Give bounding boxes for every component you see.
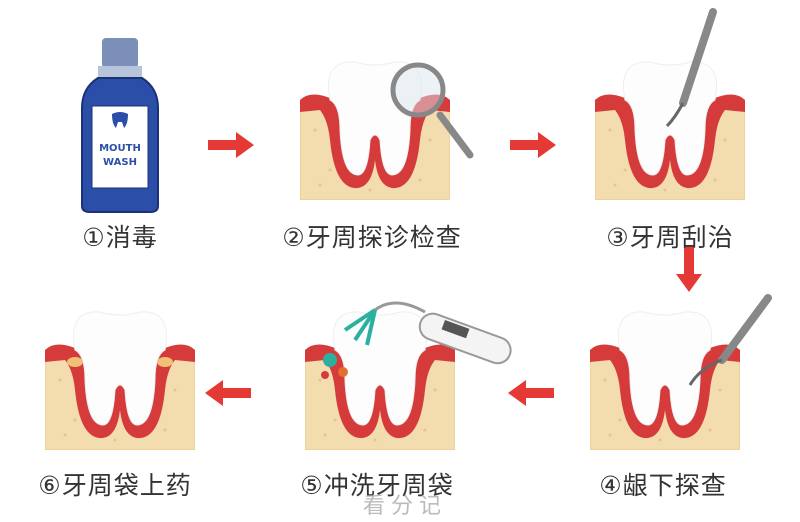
subgingival-probing-illustration bbox=[590, 290, 780, 454]
watermark: 看分记 bbox=[363, 494, 448, 519]
bottle-label-line2: WASH bbox=[103, 157, 137, 168]
step-4-label: ④龈下探查 bbox=[599, 471, 727, 500]
bottle-label-line1: MOUTH bbox=[99, 143, 141, 154]
step-6-label: ⑥牙周袋上药 bbox=[38, 471, 192, 500]
step-3-label: ③牙周刮治 bbox=[606, 223, 734, 252]
pocket-irrigation-illustration bbox=[305, 290, 525, 454]
step-1-label: ①消毒 bbox=[82, 223, 158, 252]
step-5-label: ⑤冲洗牙周袋 bbox=[300, 471, 454, 500]
arrow-right-icon bbox=[510, 132, 556, 158]
arrow-right-icon bbox=[208, 132, 254, 158]
medication-illustration bbox=[45, 310, 195, 454]
mouthwash-bottle-illustration: MOUTH WASH bbox=[78, 38, 162, 213]
periodontal-probing-illustration bbox=[300, 60, 480, 204]
arrow-left-icon bbox=[205, 380, 251, 406]
step-2-label: ②牙周探诊检查 bbox=[282, 223, 462, 252]
arrow-left-icon bbox=[508, 380, 554, 406]
scaling-illustration bbox=[595, 8, 755, 204]
